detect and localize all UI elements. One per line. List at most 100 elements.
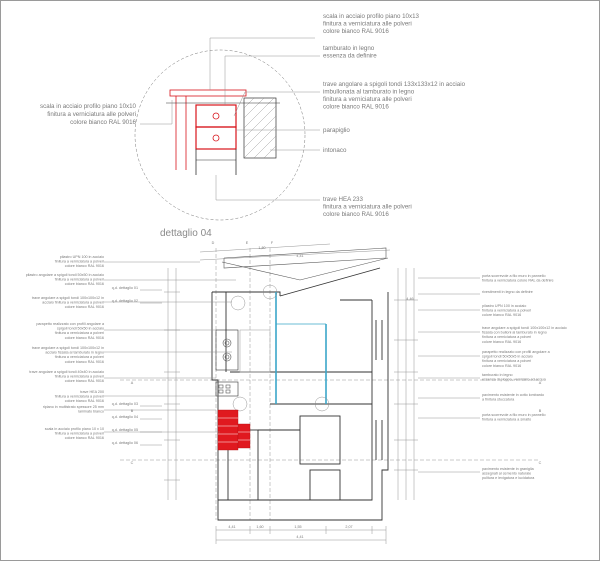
plan-right-label-line: rivestimenti in legno da definire	[482, 290, 533, 294]
plan-left-label-line: colore bianco RAL 9016	[65, 282, 104, 286]
plan-left-label-line: colore bianco RAL 9016	[65, 360, 104, 364]
plan-left-label-line: spigoli tondi 50x50 in acciaio	[57, 327, 104, 331]
dimension-label: 4,46	[406, 297, 413, 301]
section-mark: B	[131, 409, 134, 413]
detail-circle	[134, 49, 306, 221]
plan-right-label-line: porta scorrevole a filo muro in pannello	[482, 274, 546, 278]
detail-right-label-line: finitura a verniciatura alle polveri	[323, 21, 412, 28]
section-mark: A	[539, 381, 542, 385]
plan-leaders	[104, 261, 480, 473]
detail-reference: q,d. dettaglio 03	[112, 402, 138, 406]
plan-right-label-line: tamburato in legno	[482, 373, 513, 377]
red-stair	[217, 409, 251, 451]
plan-right-label-line: fissata con bulloni al tamburato in legn…	[482, 331, 547, 335]
plan-left-label-line: ripiano in multistrato spessore 25 mm	[43, 405, 104, 409]
plan-left-label-line: parapetto realizzato con profili angolar…	[36, 322, 105, 326]
detail-right-label-line: trave angolare a spigoli tondi 133x133x1…	[323, 81, 466, 88]
plan-left-label-line: colore bianco RAL 9016	[65, 399, 104, 403]
detail-left-label-line: colore bianco RAL 9016	[70, 119, 136, 126]
detail-right-label-line: imbullonata al tamburato in legno	[323, 89, 415, 96]
detail-right-label-line: colore bianco RAL 9016	[323, 211, 389, 218]
detail-left-label-line: scala in acciaio profilo piano 10x10	[40, 103, 137, 110]
plan-right-label-line: pavimento esistente in graniglia	[482, 467, 535, 471]
detail-right-label-line: trave HEA 233	[323, 196, 363, 203]
plan-left-label-line: acciaio fissata al tamburato in legno	[45, 351, 104, 355]
bottom-dimension-lines	[215, 526, 387, 544]
dimension-label: 4,41	[296, 254, 303, 258]
plan-left-label-line: laminato bianco	[78, 410, 104, 414]
dimension-label: 1,60	[256, 525, 263, 529]
plan-right-labels: porta scorrevole a filo muro in pannello…	[482, 274, 567, 480]
detail-reference: q,d. dettaglio 02	[112, 299, 138, 303]
plan-right-label-line: finitura a verniciatura a polveri	[482, 309, 531, 313]
kitchen-equipment	[215, 329, 271, 397]
detail-right-label-line: finitura a verniciatura alle polveri	[323, 204, 412, 211]
detail-right-label-line: essenza da definire	[323, 53, 377, 60]
detail-reference: q,d. dettaglio 04	[112, 415, 138, 419]
detail-title: dettaglio 04	[160, 228, 212, 239]
dimension-label: 1,80	[258, 246, 265, 250]
plan-right-label-line: porta scorrevole a filo muro in pannello	[482, 413, 546, 417]
plan-left-label-line: pilastro angolare a spigoli tondi 50x50 …	[26, 273, 104, 277]
plan-right-label-line: finitura a verniciatura a smalto	[482, 418, 531, 422]
plan-left-label-line: finitura a verniciatura a polveri	[55, 395, 104, 399]
plan-right-label-line: spigoli tondi 50x50x5 in acciaio	[482, 355, 533, 359]
plan-right-label-line: colore bianco RAL 9016	[482, 313, 521, 317]
detail-right-label-line: intonaco	[323, 147, 347, 154]
plan-left-label-line: finitura a verniciatura a polveri	[55, 260, 104, 264]
plan-walls	[211, 267, 389, 521]
detail-reference: q,d. dettaglio 05	[112, 428, 138, 432]
dimension-label: 4,41	[228, 525, 235, 529]
plan-left-label-line: trave HEA 200	[80, 390, 104, 394]
top-dimension-lines	[199, 243, 391, 261]
section-mark: A	[131, 381, 134, 385]
detail-angle-beam-top	[195, 104, 237, 128]
dimension-label: 1,55	[294, 525, 301, 529]
axis-lines	[120, 248, 540, 520]
detail-right-label-line: colore bianco RAL 9016	[323, 104, 389, 111]
plan-right-label-line: finitura a verniciatura colore RAL da de…	[482, 279, 554, 283]
plan-right-label-line: pavimento esistente in cotto lombardo	[482, 393, 544, 397]
section-mark: D	[212, 241, 215, 245]
detail-leaders	[140, 37, 320, 201]
plan-left-label-line: trave angolare a spigoli tondi 100x100x1…	[32, 296, 104, 300]
plan-right-label-line: pulitura e levigatura e lucidatura	[482, 476, 535, 480]
detail-04: dettaglio 04 scala in acciaio profilo pi…	[40, 13, 466, 239]
dimension-label: 2,07	[345, 525, 352, 529]
detail-reference: q,d. dettaglio 06	[112, 441, 138, 445]
left-dimension-lines	[164, 268, 180, 500]
plan-left-label-line: finitura a verniciatura a polveri	[55, 375, 104, 379]
plan-left-label-line: finitura a verniciatura a polveri	[55, 331, 104, 335]
detail-stair-tread	[169, 89, 247, 97]
detail-wall	[243, 97, 277, 159]
plan-right-label-line: colore bianco RAL 9016	[482, 364, 521, 368]
callout-circles	[230, 284, 330, 412]
section-mark: E	[246, 241, 249, 245]
detail-angle-beam-bottom	[195, 126, 237, 150]
right-dimension-lines	[394, 268, 418, 500]
detail-left-label: scala in acciaio profilo piano 10x10fini…	[40, 103, 137, 126]
detail-bolt-2	[212, 134, 220, 142]
detail-right-label-line: tamburato in legno	[323, 45, 375, 52]
section-mark: C	[539, 461, 542, 465]
detail-right-label-line: finitura a verniciatura alle polveri	[323, 96, 412, 103]
detail-right-labels: scala in acciaio profilo piano 10x13fini…	[323, 13, 466, 218]
plan-left-label-line: colore bianco RAL 9016	[65, 336, 104, 340]
plan-right-label-line: colore bianco RAL 9016	[482, 340, 521, 344]
plan-left-label-line: colore bianco RAL 9016	[65, 379, 104, 383]
plan-right-label-line: essenza di pioppo, verniciato ad acqua	[482, 378, 547, 382]
plan-left-label-line: scala in acciaio profilo piano 10 x 10	[45, 427, 104, 431]
section-mark: C	[131, 461, 134, 465]
steel-columns	[275, 292, 327, 404]
sloped-roof	[221, 247, 389, 281]
plan-right-label-line: pilastro UPN 100 in acciaio	[482, 304, 526, 308]
plan-left-label-line: colore bianco RAL 9016	[65, 436, 104, 440]
detail-wall-hatch	[243, 97, 277, 159]
detail-right-label-line: parapiglio	[323, 127, 350, 134]
detail-left-label-line: finitura a verniciatura alle polveri	[47, 111, 136, 118]
plan-right-label-line: a finitura stuccatura	[482, 398, 515, 402]
